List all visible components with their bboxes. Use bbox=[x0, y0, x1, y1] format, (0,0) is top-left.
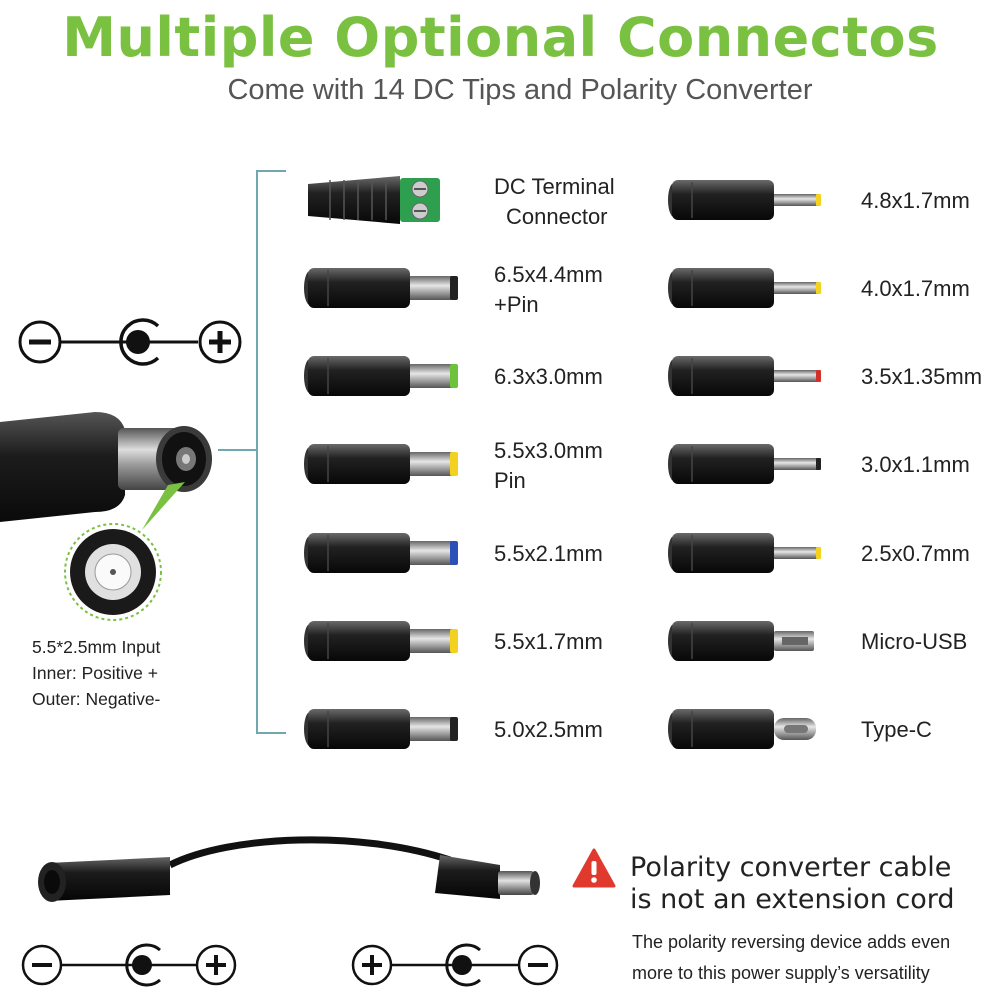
connector-drawing bbox=[308, 176, 440, 224]
warning-desc-line2: more to this power supply’s versatility bbox=[632, 963, 930, 983]
connector-drawing bbox=[304, 533, 458, 573]
bracket-line bbox=[256, 170, 286, 734]
warning-icon bbox=[572, 848, 616, 888]
input-outer: Outer: Negative- bbox=[32, 689, 161, 709]
connector-type-c-image bbox=[664, 701, 834, 757]
connector-drawing bbox=[304, 709, 458, 749]
connector-drawing bbox=[668, 356, 821, 396]
label-line: Type-C bbox=[861, 717, 932, 742]
connector-drawing bbox=[668, 621, 814, 661]
connector-micro-usb-image bbox=[664, 613, 834, 669]
connector-4-8x1-7mm-image bbox=[664, 172, 834, 228]
connector-drawing bbox=[304, 268, 458, 308]
warning-title: Polarity converter cable is not an exten… bbox=[630, 852, 955, 916]
cable-polarity-right bbox=[351, 943, 559, 987]
bracket-tick bbox=[218, 449, 258, 451]
connector-drawing bbox=[668, 268, 821, 308]
cable-polarity-left bbox=[21, 943, 237, 987]
connector-type-c-label: Type-C bbox=[861, 715, 932, 745]
warning-title-line2: is not an extension cord bbox=[630, 884, 955, 915]
connector-4-8x1-7mm-label: 4.8x1.7mm bbox=[861, 186, 970, 216]
connector-5-5x1-7mm-image bbox=[300, 613, 470, 669]
label-line: 2.5x0.7mm bbox=[861, 541, 970, 566]
label-line: Micro-USB bbox=[861, 629, 968, 654]
warning-description: The polarity reversing device adds even … bbox=[632, 927, 950, 989]
connector-drawing bbox=[668, 180, 821, 220]
connector-4-0x1-7mm-image bbox=[664, 260, 834, 316]
connector-2-5x0-7mm-label: 2.5x0.7mm bbox=[861, 539, 970, 569]
warning-title-line1: Polarity converter cable bbox=[630, 852, 952, 883]
connector-3-5x1-35mm-image bbox=[664, 348, 834, 404]
label-line: 5.5x1.7mm bbox=[494, 629, 603, 654]
connector-5-0x2-5mm-label: 5.0x2.5mm bbox=[494, 715, 603, 745]
connector-2-5x0-7mm-image bbox=[664, 525, 834, 581]
input-inner: Inner: Positive + bbox=[32, 663, 158, 683]
label-line: 6.5x4.4mm bbox=[494, 262, 603, 287]
connector-5-5x3-0mm-image bbox=[300, 436, 470, 492]
label-line: 3.5x1.35mm bbox=[861, 364, 983, 389]
connector-3-0x1-1mm-image bbox=[664, 436, 834, 492]
connector-4-0x1-7mm-label: 4.0x1.7mm bbox=[861, 274, 970, 304]
connector-3-0x1-1mm-label: 3.0x1.1mm bbox=[861, 450, 970, 480]
connector-drawing bbox=[304, 621, 458, 661]
connector-dc-terminal-image bbox=[300, 172, 470, 228]
connector-micro-usb-label: Micro-USB bbox=[861, 627, 967, 657]
input-size: 5.5*2.5mm Input bbox=[32, 637, 161, 657]
dc-plug-image bbox=[0, 412, 212, 621]
label-line: Connector bbox=[506, 204, 608, 229]
polarity-symbol bbox=[18, 318, 242, 366]
connector-drawing bbox=[668, 444, 821, 484]
connector-6-3x3-0mm-label: 6.3x3.0mm bbox=[494, 362, 603, 392]
connector-5-5x1-7mm-label: 5.5x1.7mm bbox=[494, 627, 603, 657]
connector-drawing bbox=[304, 444, 458, 484]
connector-5-0x2-5mm-image bbox=[300, 701, 470, 757]
label-line: 4.0x1.7mm bbox=[861, 276, 970, 301]
label-line: +Pin bbox=[494, 292, 539, 317]
label-line: 4.8x1.7mm bbox=[861, 188, 970, 213]
connector-drawing bbox=[304, 356, 458, 396]
connector-drawing bbox=[668, 709, 816, 749]
page-title: Multiple Optional Connectos bbox=[62, 6, 939, 69]
connector-6-5x4-4mm-image bbox=[300, 260, 470, 316]
page-subtitle: Come with 14 DC Tips and Polarity Conver… bbox=[227, 74, 813, 106]
connector-5-5x2-1mm-image bbox=[300, 525, 470, 581]
connector-6-5x4-4mm-label: 6.5x4.4mm +Pin bbox=[494, 260, 603, 320]
polarity-cable-image bbox=[38, 836, 540, 902]
label-line: 3.0x1.1mm bbox=[861, 452, 970, 477]
warning-desc-line1: The polarity reversing device adds even bbox=[632, 932, 951, 952]
input-note: 5.5*2.5mm Input Inner: Positive + Outer:… bbox=[32, 634, 160, 712]
label-line: 5.5x3.0mm bbox=[494, 438, 603, 463]
label-line: Pin bbox=[494, 468, 526, 493]
label-line: 5.0x2.5mm bbox=[494, 717, 603, 742]
label-line: 5.5x2.1mm bbox=[494, 541, 603, 566]
label-line: DC Terminal bbox=[494, 174, 615, 199]
connector-6-3x3-0mm-image bbox=[300, 348, 470, 404]
connector-5-5x2-1mm-label: 5.5x2.1mm bbox=[494, 539, 603, 569]
connector-3-5x1-35mm-label: 3.5x1.35mm bbox=[861, 362, 982, 392]
connector-drawing bbox=[668, 533, 821, 573]
label-line: 6.3x3.0mm bbox=[494, 364, 603, 389]
